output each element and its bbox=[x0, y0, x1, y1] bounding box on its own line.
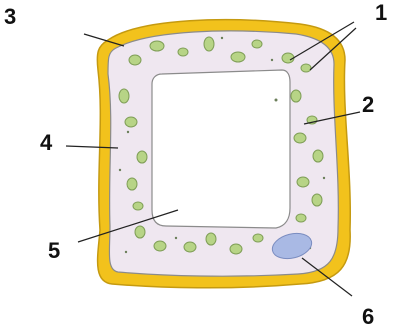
chloroplast bbox=[154, 241, 166, 251]
label-2: 2 bbox=[362, 92, 374, 117]
chloroplast bbox=[119, 89, 129, 103]
chloroplast bbox=[301, 64, 311, 72]
label-3: 3 bbox=[4, 4, 16, 29]
chloroplast bbox=[231, 52, 245, 62]
chloroplast bbox=[253, 234, 263, 242]
chloroplast bbox=[297, 177, 309, 187]
label-1: 1 bbox=[375, 0, 387, 25]
chloroplast bbox=[294, 133, 306, 143]
vacuole bbox=[152, 70, 290, 228]
chloroplast bbox=[150, 41, 164, 51]
chloroplast bbox=[127, 178, 137, 190]
chloroplast bbox=[184, 242, 196, 252]
label-6: 6 bbox=[362, 304, 374, 328]
chloroplast bbox=[204, 37, 214, 51]
chloroplast bbox=[206, 233, 216, 245]
chloroplast bbox=[291, 90, 301, 102]
chloroplast bbox=[252, 40, 262, 48]
label-5: 5 bbox=[48, 238, 60, 263]
chloroplast bbox=[312, 194, 322, 206]
chloroplast bbox=[296, 214, 306, 222]
chloroplast bbox=[178, 48, 188, 56]
chloroplast bbox=[135, 226, 145, 238]
label-4: 4 bbox=[40, 130, 53, 155]
chloroplast bbox=[133, 202, 143, 210]
chloroplast bbox=[129, 55, 141, 65]
chloroplast bbox=[125, 117, 137, 127]
chloroplast bbox=[313, 150, 323, 162]
chloroplast bbox=[137, 151, 147, 163]
chloroplast bbox=[230, 244, 242, 254]
